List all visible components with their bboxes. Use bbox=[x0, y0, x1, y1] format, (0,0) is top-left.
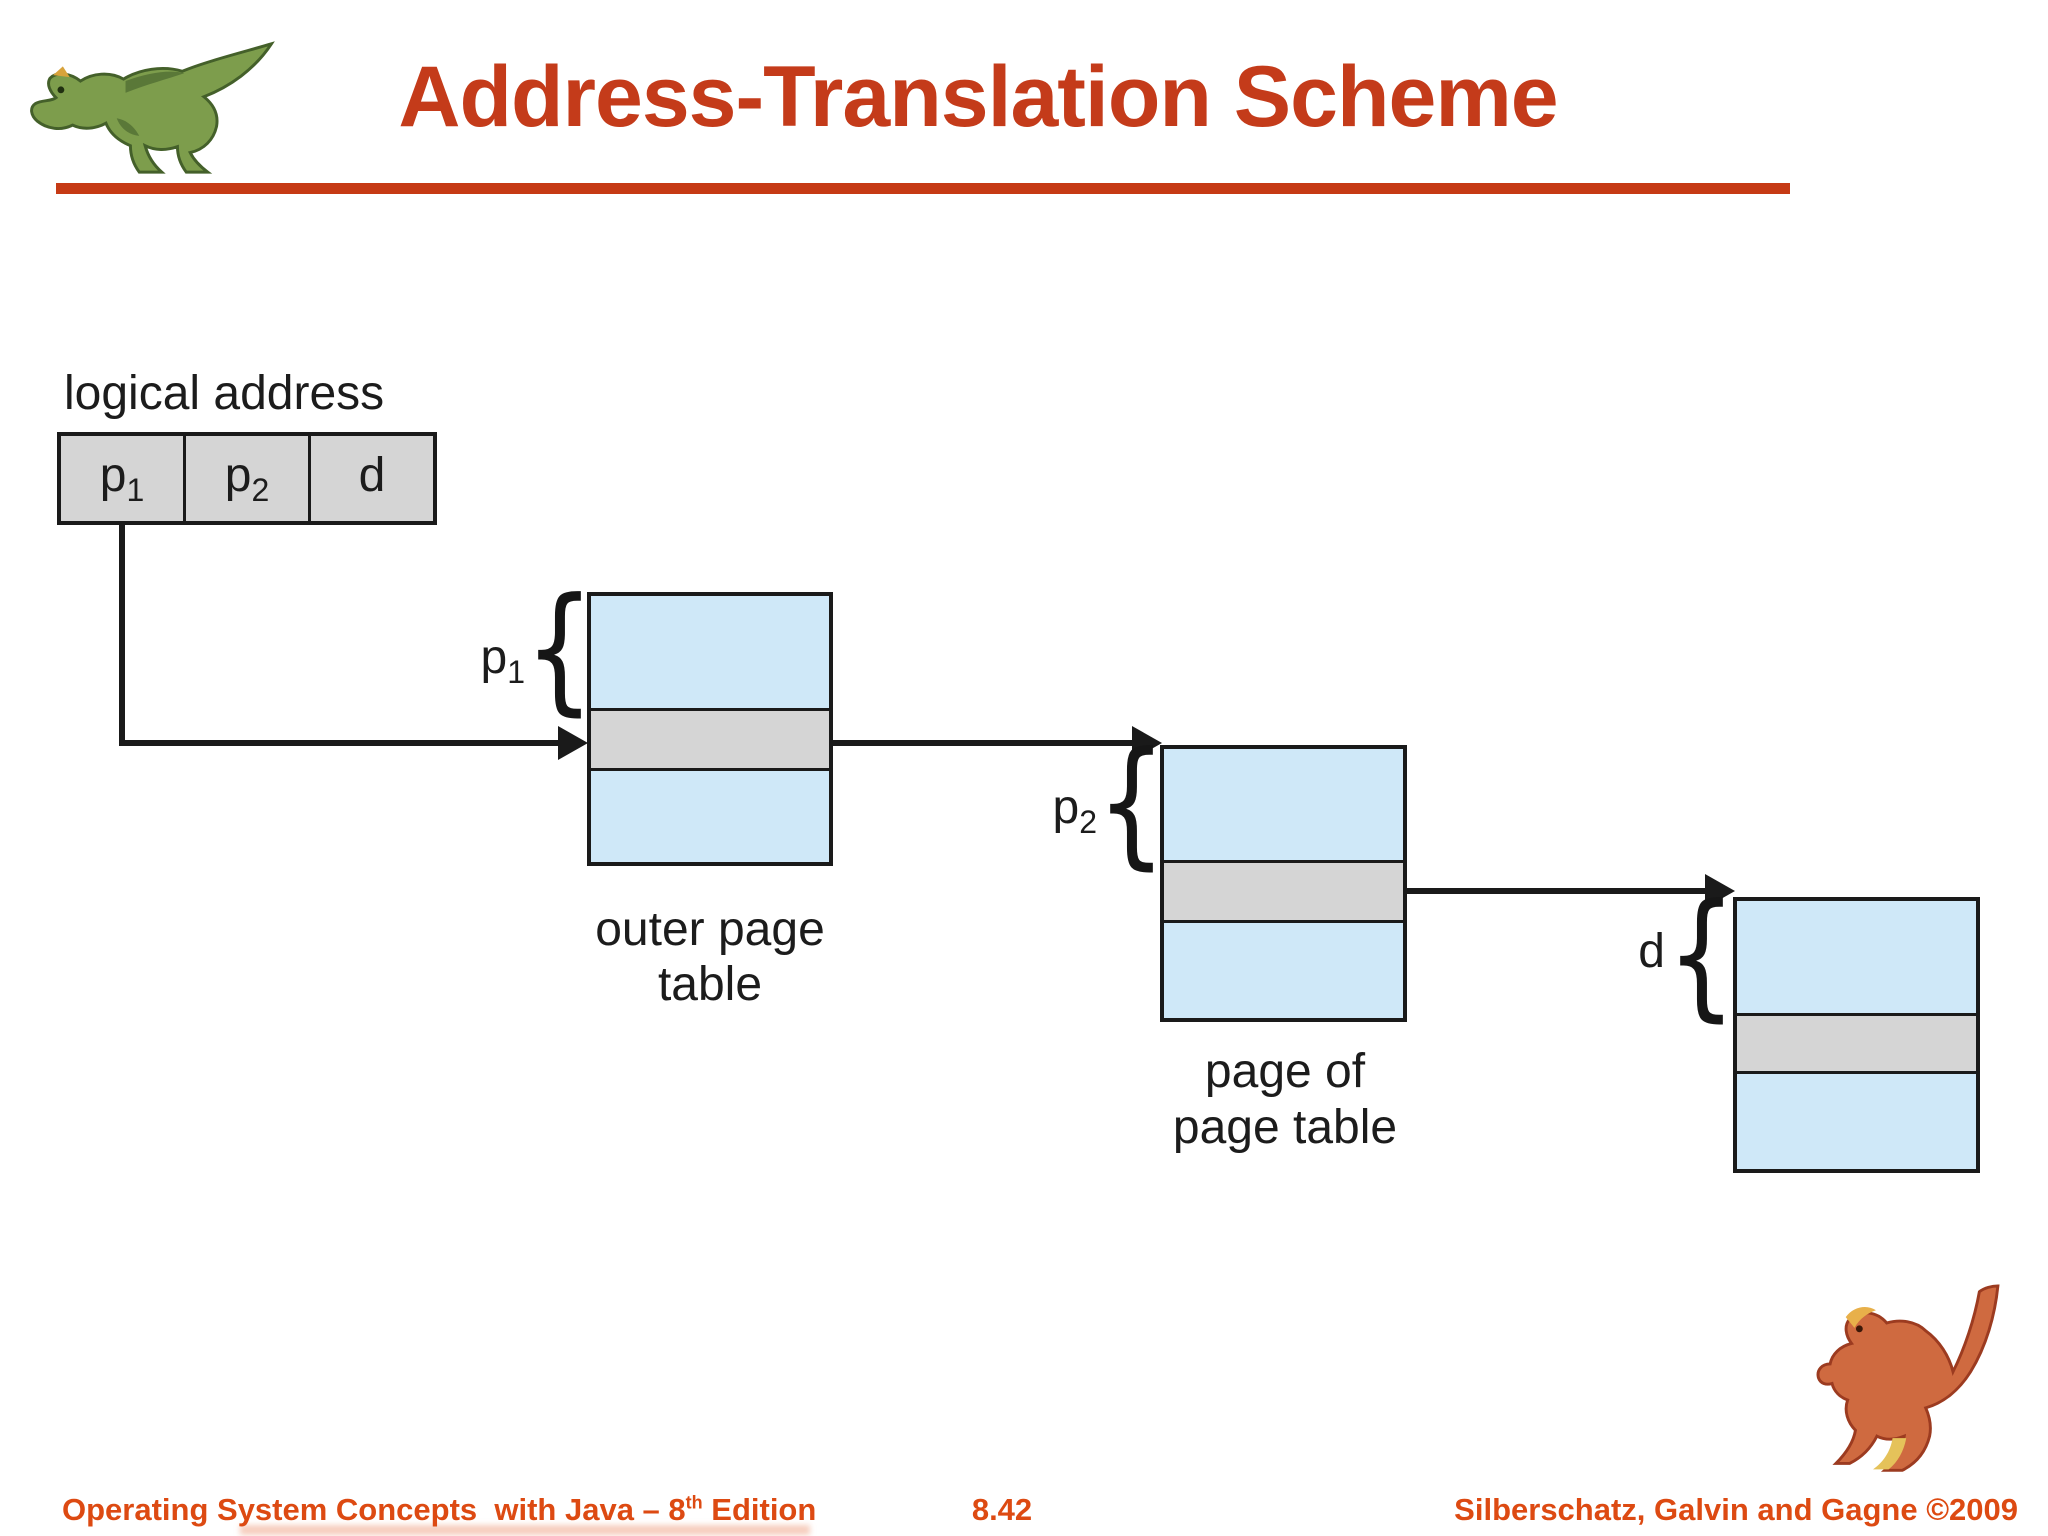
red-dinosaur-logo-icon bbox=[1816, 1284, 2000, 1472]
arrowhead-into-outer-table bbox=[558, 726, 588, 760]
final-page-top-section bbox=[1737, 901, 1976, 1013]
arrow-p1-horizontal-segment bbox=[119, 740, 560, 746]
p1-brace: { bbox=[524, 568, 595, 729]
arrowhead-into-final-page bbox=[1705, 874, 1735, 908]
outer-table-selected-entry bbox=[591, 711, 829, 768]
title-underline bbox=[56, 183, 1790, 194]
page-table-divider bbox=[1164, 920, 1403, 923]
final-page-bottom-section bbox=[1737, 1074, 1976, 1169]
outer-page-table bbox=[587, 592, 833, 866]
page-table-divider bbox=[1164, 860, 1403, 863]
green-dinosaur-logo-icon bbox=[30, 41, 275, 174]
final-page-table bbox=[1733, 897, 1980, 1173]
slide-title: Address-Translation Scheme bbox=[398, 49, 1558, 145]
d-index-label: d bbox=[1638, 925, 1665, 978]
p1-index-label: p1 bbox=[480, 631, 526, 690]
page-of-page-table-caption: page of page table bbox=[1172, 1045, 1398, 1154]
address-cell-d: d bbox=[358, 449, 386, 502]
address-cell-p1: p1 bbox=[61, 436, 186, 521]
p2-index-label: p2 bbox=[1052, 781, 1098, 840]
arrow-page-table-to-page-segment bbox=[1405, 888, 1707, 894]
final-page-divider bbox=[1737, 1071, 1976, 1074]
arrow-outer-to-page-table-segment bbox=[831, 740, 1134, 746]
outer-table-divider bbox=[591, 768, 829, 771]
bottom-edge-artifact bbox=[240, 1525, 810, 1535]
final-page-selected-entry bbox=[1737, 1016, 1976, 1071]
page-table-selected-entry bbox=[1164, 863, 1403, 920]
outer-table-bottom-section bbox=[591, 771, 829, 862]
footer-page-number: 8.42 bbox=[971, 1492, 1033, 1527]
arrowhead-into-page-table bbox=[1132, 726, 1162, 760]
page-table-bottom-section bbox=[1164, 923, 1403, 1018]
logical-address-label: logical address bbox=[64, 367, 385, 420]
d-brace: { bbox=[1666, 874, 1737, 1035]
p2-brace: { bbox=[1096, 722, 1167, 883]
logical-address-box: p1 p2 d bbox=[57, 432, 437, 525]
outer-table-top-section bbox=[591, 596, 829, 708]
footer-book-title: Operating System Concepts with Java – 8t… bbox=[62, 1492, 817, 1527]
final-page-divider bbox=[1737, 1013, 1976, 1016]
page-of-page-table bbox=[1160, 745, 1407, 1022]
arrow-p1-vertical-segment bbox=[119, 523, 125, 745]
footer-authors: Silberschatz, Galvin and Gagne ©2009 bbox=[1454, 1492, 2018, 1527]
outer-page-table-caption: outer page table bbox=[595, 903, 825, 1011]
address-cell-p2: p2 bbox=[186, 436, 311, 521]
page-table-top-section bbox=[1164, 749, 1403, 860]
outer-table-divider bbox=[591, 708, 829, 711]
